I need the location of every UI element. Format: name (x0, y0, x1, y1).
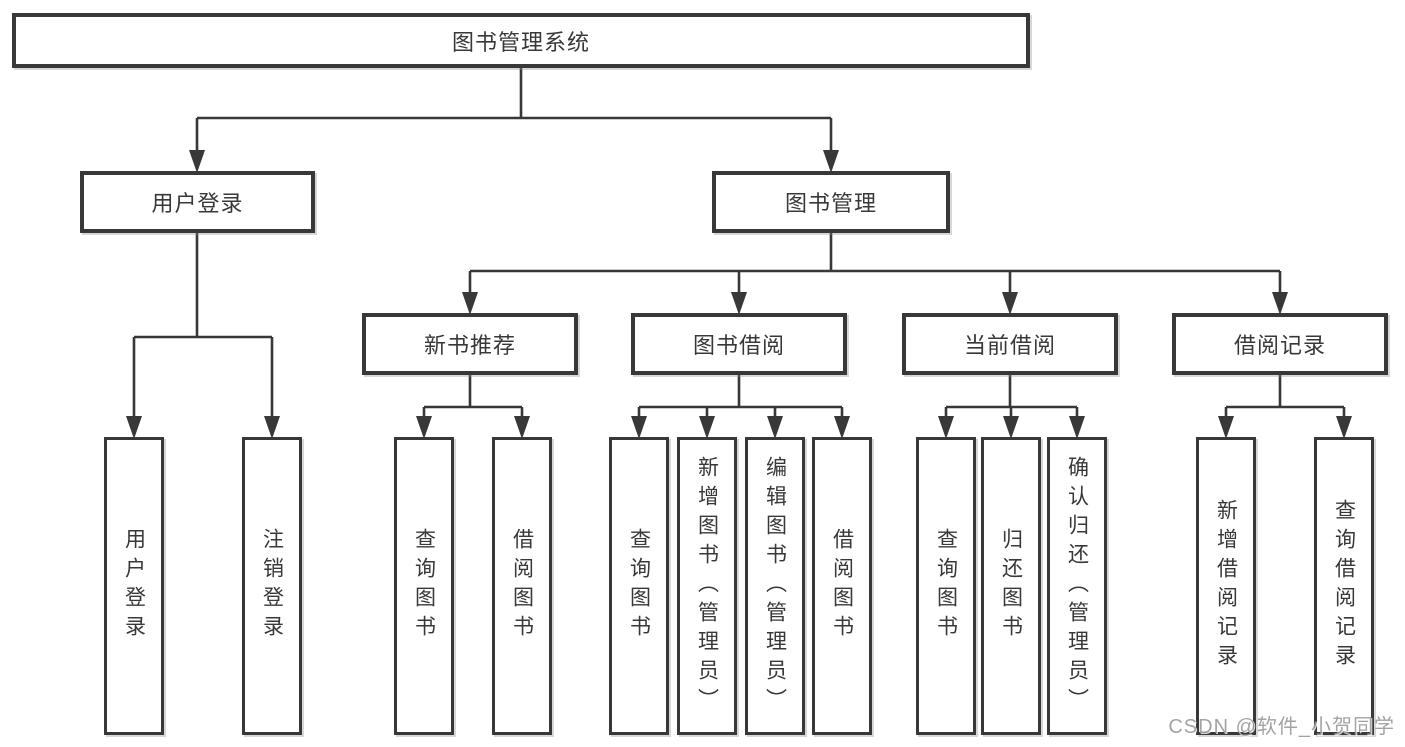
node-leaf-query-book-borrow: 查询图书 (609, 437, 669, 735)
node-label: 新书推荐 (423, 333, 516, 358)
node-label: 新增借阅记录 (1214, 499, 1238, 673)
node-leaf-query-book-recommend: 查询图书 (394, 437, 454, 735)
node-label: 借阅图书 (830, 528, 854, 644)
node-leaf-edit-book-admin: 编辑图书（管理员） (745, 437, 805, 735)
node-label: 借阅图书 (510, 528, 534, 644)
node-book-borrow: 图书借阅 (631, 313, 847, 375)
node-leaf-borrow-book: 借阅图书 (812, 437, 872, 735)
csdn-watermark: CSDN @软件_小贺同学 (1168, 716, 1395, 738)
node-label: 用户登录 (122, 528, 146, 644)
node-label: 新增图书（管理员） (695, 455, 719, 717)
node-label: 查询图书 (627, 528, 651, 644)
node-new-book-recommend: 新书推荐 (362, 313, 578, 375)
node-label: 注销登录 (260, 528, 284, 644)
connector-strokes (132, 68, 1346, 419)
node-leaf-borrow-book-recommend: 借阅图书 (492, 437, 552, 735)
node-user-login: 用户登录 (80, 171, 315, 233)
node-label: 查询借阅记录 (1332, 499, 1356, 673)
node-label: 图书管理 (784, 191, 877, 216)
node-leaf-return-book: 归还图书 (981, 437, 1041, 735)
node-leaf-confirm-return-admin: 确认归还（管理员） (1047, 437, 1107, 735)
node-label: 当前借阅 (963, 333, 1056, 358)
node-leaf-add-book-admin: 新增图书（管理员） (677, 437, 737, 735)
node-leaf-logout: 注销登录 (242, 437, 302, 735)
arrowheads (126, 150, 1352, 439)
node-borrow-records: 借阅记录 (1172, 313, 1388, 375)
node-library-management-system: 图书管理系统 (12, 13, 1030, 68)
node-leaf-query-book-current: 查询图书 (916, 437, 976, 735)
node-label: 归还图书 (999, 528, 1023, 644)
node-book-management: 图书管理 (712, 171, 950, 233)
node-label: 确认归还（管理员） (1065, 455, 1089, 717)
node-label: 借阅记录 (1233, 333, 1326, 358)
node-leaf-add-borrow-record: 新增借阅记录 (1196, 437, 1256, 735)
node-label: 图书管理系统 (451, 29, 590, 55)
node-current-borrow: 当前借阅 (902, 313, 1118, 375)
node-leaf-query-borrow-record: 查询借阅记录 (1314, 437, 1374, 735)
node-label: 查询图书 (934, 528, 958, 644)
node-label: 用户登录 (151, 191, 244, 216)
node-label: 图书借阅 (692, 333, 785, 358)
node-label: 查询图书 (412, 528, 436, 644)
node-leaf-user-login: 用户登录 (104, 437, 164, 735)
node-label: 编辑图书（管理员） (763, 455, 787, 717)
